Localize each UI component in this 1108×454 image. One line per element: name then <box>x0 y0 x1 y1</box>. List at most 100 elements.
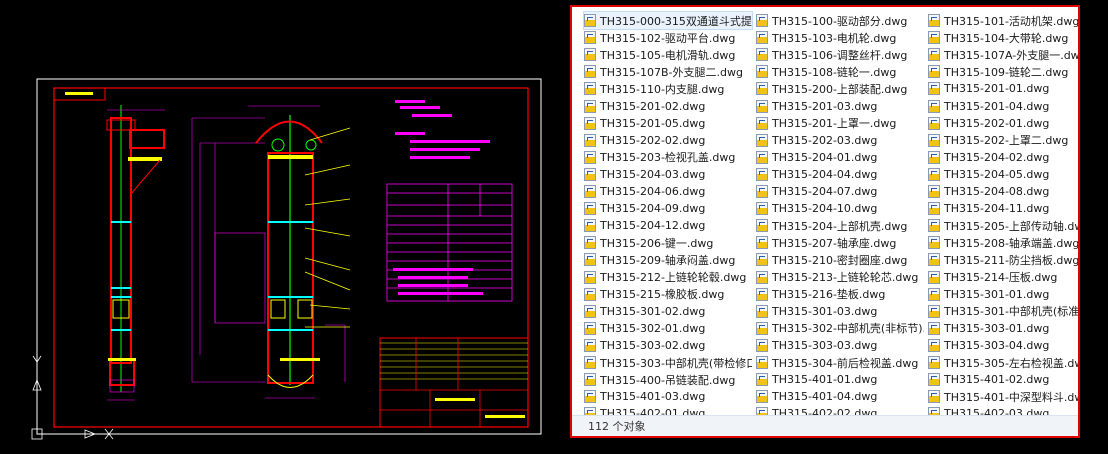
file-item[interactable]: TH315-215-橡胶板.dwg <box>584 286 752 303</box>
dwg-file-icon <box>928 270 940 284</box>
file-item[interactable]: TH315-204-02.dwg <box>928 149 1078 166</box>
dwg-file-icon <box>928 304 940 318</box>
file-item[interactable]: TH315-201-02.dwg <box>584 98 752 115</box>
file-item[interactable]: TH315-201-01.dwg <box>928 80 1078 97</box>
file-item[interactable]: TH315-204-03.dwg <box>584 166 752 183</box>
file-item[interactable]: TH315-204-11.dwg <box>928 200 1078 217</box>
file-item[interactable]: TH315-204-08.dwg <box>928 183 1078 200</box>
file-item[interactable]: TH315-102-驱动平台.dwg <box>584 29 752 46</box>
file-item[interactable]: TH315-107B-外支腿二.dwg <box>584 63 752 80</box>
file-item[interactable]: TH315-216-垫板.dwg <box>756 286 924 303</box>
file-item[interactable]: TH315-109-链轮二.dwg <box>928 63 1078 80</box>
file-name: TH315-304-前后检视盖.dwg <box>772 356 919 370</box>
file-item[interactable]: TH315-106-调整丝杆.dwg <box>756 46 924 63</box>
file-item[interactable]: TH315-103-电机轮.dwg <box>756 29 924 46</box>
file-item[interactable]: TH315-401-中深型料斗.dwg <box>928 388 1078 405</box>
file-name: TH315-302-中部机壳(非标节).dwg <box>772 322 924 336</box>
file-item[interactable]: TH315-401-01.dwg <box>756 371 924 388</box>
file-list[interactable]: TH315-000-315双通道斗式提升机...TH315-100-驱动部分.d… <box>572 7 1078 416</box>
file-item[interactable]: TH315-213-上链轮轮芯.dwg <box>756 269 924 286</box>
file-item[interactable]: TH315-207-轴承座.dwg <box>756 234 924 251</box>
file-item[interactable]: TH315-202-上罩二.dwg <box>928 132 1078 149</box>
dwg-file-icon <box>584 65 596 79</box>
file-item[interactable]: TH315-204-07.dwg <box>756 183 924 200</box>
file-item[interactable]: TH315-208-轴承端盖.dwg <box>928 234 1078 251</box>
dwg-file-icon <box>756 253 768 267</box>
file-item[interactable]: TH315-205-上部传动轴.dwg <box>928 217 1078 234</box>
dwg-file-icon <box>756 14 768 27</box>
file-item[interactable]: TH315-206-键一.dwg <box>584 234 752 251</box>
file-item[interactable]: TH315-204-09.dwg <box>584 200 752 217</box>
file-item[interactable]: TH315-212-上链轮轮毂.dwg <box>584 269 752 286</box>
file-item[interactable]: TH315-214-压板.dwg <box>928 269 1078 286</box>
dwg-file-icon <box>756 65 768 79</box>
file-item[interactable]: TH315-204-05.dwg <box>928 166 1078 183</box>
file-item[interactable]: TH315-401-04.dwg <box>756 388 924 405</box>
dwg-file-icon <box>756 219 768 233</box>
file-name: TH315-201-04.dwg <box>944 99 1050 113</box>
file-name: TH315-204-02.dwg <box>944 150 1050 164</box>
file-item[interactable]: TH315-303-03.dwg <box>756 337 924 354</box>
file-item[interactable]: TH315-200-上部装配.dwg <box>756 80 924 97</box>
file-item[interactable]: TH315-000-315双通道斗式提升机... <box>583 11 753 30</box>
file-item[interactable]: TH315-400-吊链装配.dwg <box>584 371 752 388</box>
file-item[interactable]: TH315-301-01.dwg <box>928 286 1078 303</box>
file-name: TH315-202-01.dwg <box>944 116 1050 130</box>
file-item[interactable]: TH315-304-前后检视盖.dwg <box>756 354 924 371</box>
file-item[interactable]: TH315-110-内支腿.dwg <box>584 80 752 97</box>
file-name: TH315-204-05.dwg <box>944 167 1050 181</box>
file-item[interactable]: TH315-202-03.dwg <box>756 132 924 149</box>
file-item[interactable]: TH315-201-03.dwg <box>756 98 924 115</box>
file-item[interactable]: TH315-201-05.dwg <box>584 115 752 132</box>
file-item[interactable]: TH315-303-中部机壳(带检修口).dwg <box>584 354 752 371</box>
file-item[interactable]: TH315-100-驱动部分.dwg <box>756 12 924 29</box>
file-item[interactable]: TH315-211-防尘挡板.dwg <box>928 251 1078 268</box>
file-item[interactable]: TH315-302-01.dwg <box>584 320 752 337</box>
dwg-file-icon <box>928 373 940 387</box>
file-item[interactable]: TH315-210-密封圈座.dwg <box>756 251 924 268</box>
file-item[interactable]: TH315-209-轴承闷盖.dwg <box>584 251 752 268</box>
file-item[interactable]: TH315-305-左右检视盖.dwg <box>928 354 1078 371</box>
file-item[interactable]: TH315-201-上罩一.dwg <box>756 115 924 132</box>
file-name: TH315-402-03.dwg <box>944 407 1050 416</box>
cad-drawing-viewport[interactable] <box>0 0 565 454</box>
file-item[interactable]: TH315-203-检视孔盖.dwg <box>584 149 752 166</box>
file-item[interactable]: TH315-204-10.dwg <box>756 200 924 217</box>
file-item[interactable]: TH315-301-中部机壳(标准节).dwg <box>928 303 1078 320</box>
file-item[interactable]: TH315-401-02.dwg <box>928 371 1078 388</box>
dwg-file-icon <box>756 116 768 130</box>
file-item[interactable]: TH315-303-04.dwg <box>928 337 1078 354</box>
file-item[interactable]: TH315-108-链轮一.dwg <box>756 63 924 80</box>
file-name: TH315-201-02.dwg <box>600 99 706 113</box>
file-item[interactable]: TH315-402-02.dwg <box>756 405 924 416</box>
file-item[interactable]: TH315-204-01.dwg <box>756 149 924 166</box>
file-name: TH315-202-上罩二.dwg <box>944 134 1069 148</box>
file-item[interactable]: TH315-104-大带轮.dwg <box>928 29 1078 46</box>
dwg-file-icon <box>756 321 768 335</box>
file-name: TH315-204-12.dwg <box>600 219 706 233</box>
file-item[interactable]: TH315-201-04.dwg <box>928 98 1078 115</box>
dwg-file-icon <box>584 116 596 130</box>
dwg-file-icon <box>584 14 596 27</box>
file-item[interactable]: TH315-107A-外支腿一.dwg <box>928 46 1078 63</box>
file-item[interactable]: TH315-301-03.dwg <box>756 303 924 320</box>
file-item[interactable]: TH315-402-03.dwg <box>928 405 1078 416</box>
file-item[interactable]: TH315-402-01.dwg <box>584 405 752 416</box>
file-item[interactable]: TH315-204-12.dwg <box>584 217 752 234</box>
dwg-file-icon <box>756 133 768 147</box>
file-item[interactable]: TH315-302-中部机壳(非标节).dwg <box>756 320 924 337</box>
file-name: TH315-204-上部机壳.dwg <box>772 219 908 233</box>
file-item[interactable]: TH315-301-02.dwg <box>584 303 752 320</box>
file-name: TH315-301-01.dwg <box>944 287 1050 301</box>
file-item[interactable]: TH315-202-02.dwg <box>584 132 752 149</box>
file-item[interactable]: TH315-204-06.dwg <box>584 183 752 200</box>
file-item[interactable]: TH315-303-01.dwg <box>928 320 1078 337</box>
file-item[interactable]: TH315-101-活动机架.dwg <box>928 12 1078 29</box>
file-item[interactable]: TH315-204-04.dwg <box>756 166 924 183</box>
file-name: TH315-200-上部装配.dwg <box>772 82 908 96</box>
file-item[interactable]: TH315-401-03.dwg <box>584 388 752 405</box>
file-item[interactable]: TH315-204-上部机壳.dwg <box>756 217 924 234</box>
file-item[interactable]: TH315-202-01.dwg <box>928 115 1078 132</box>
file-item[interactable]: TH315-303-02.dwg <box>584 337 752 354</box>
file-item[interactable]: TH315-105-电机滑轨.dwg <box>584 46 752 63</box>
